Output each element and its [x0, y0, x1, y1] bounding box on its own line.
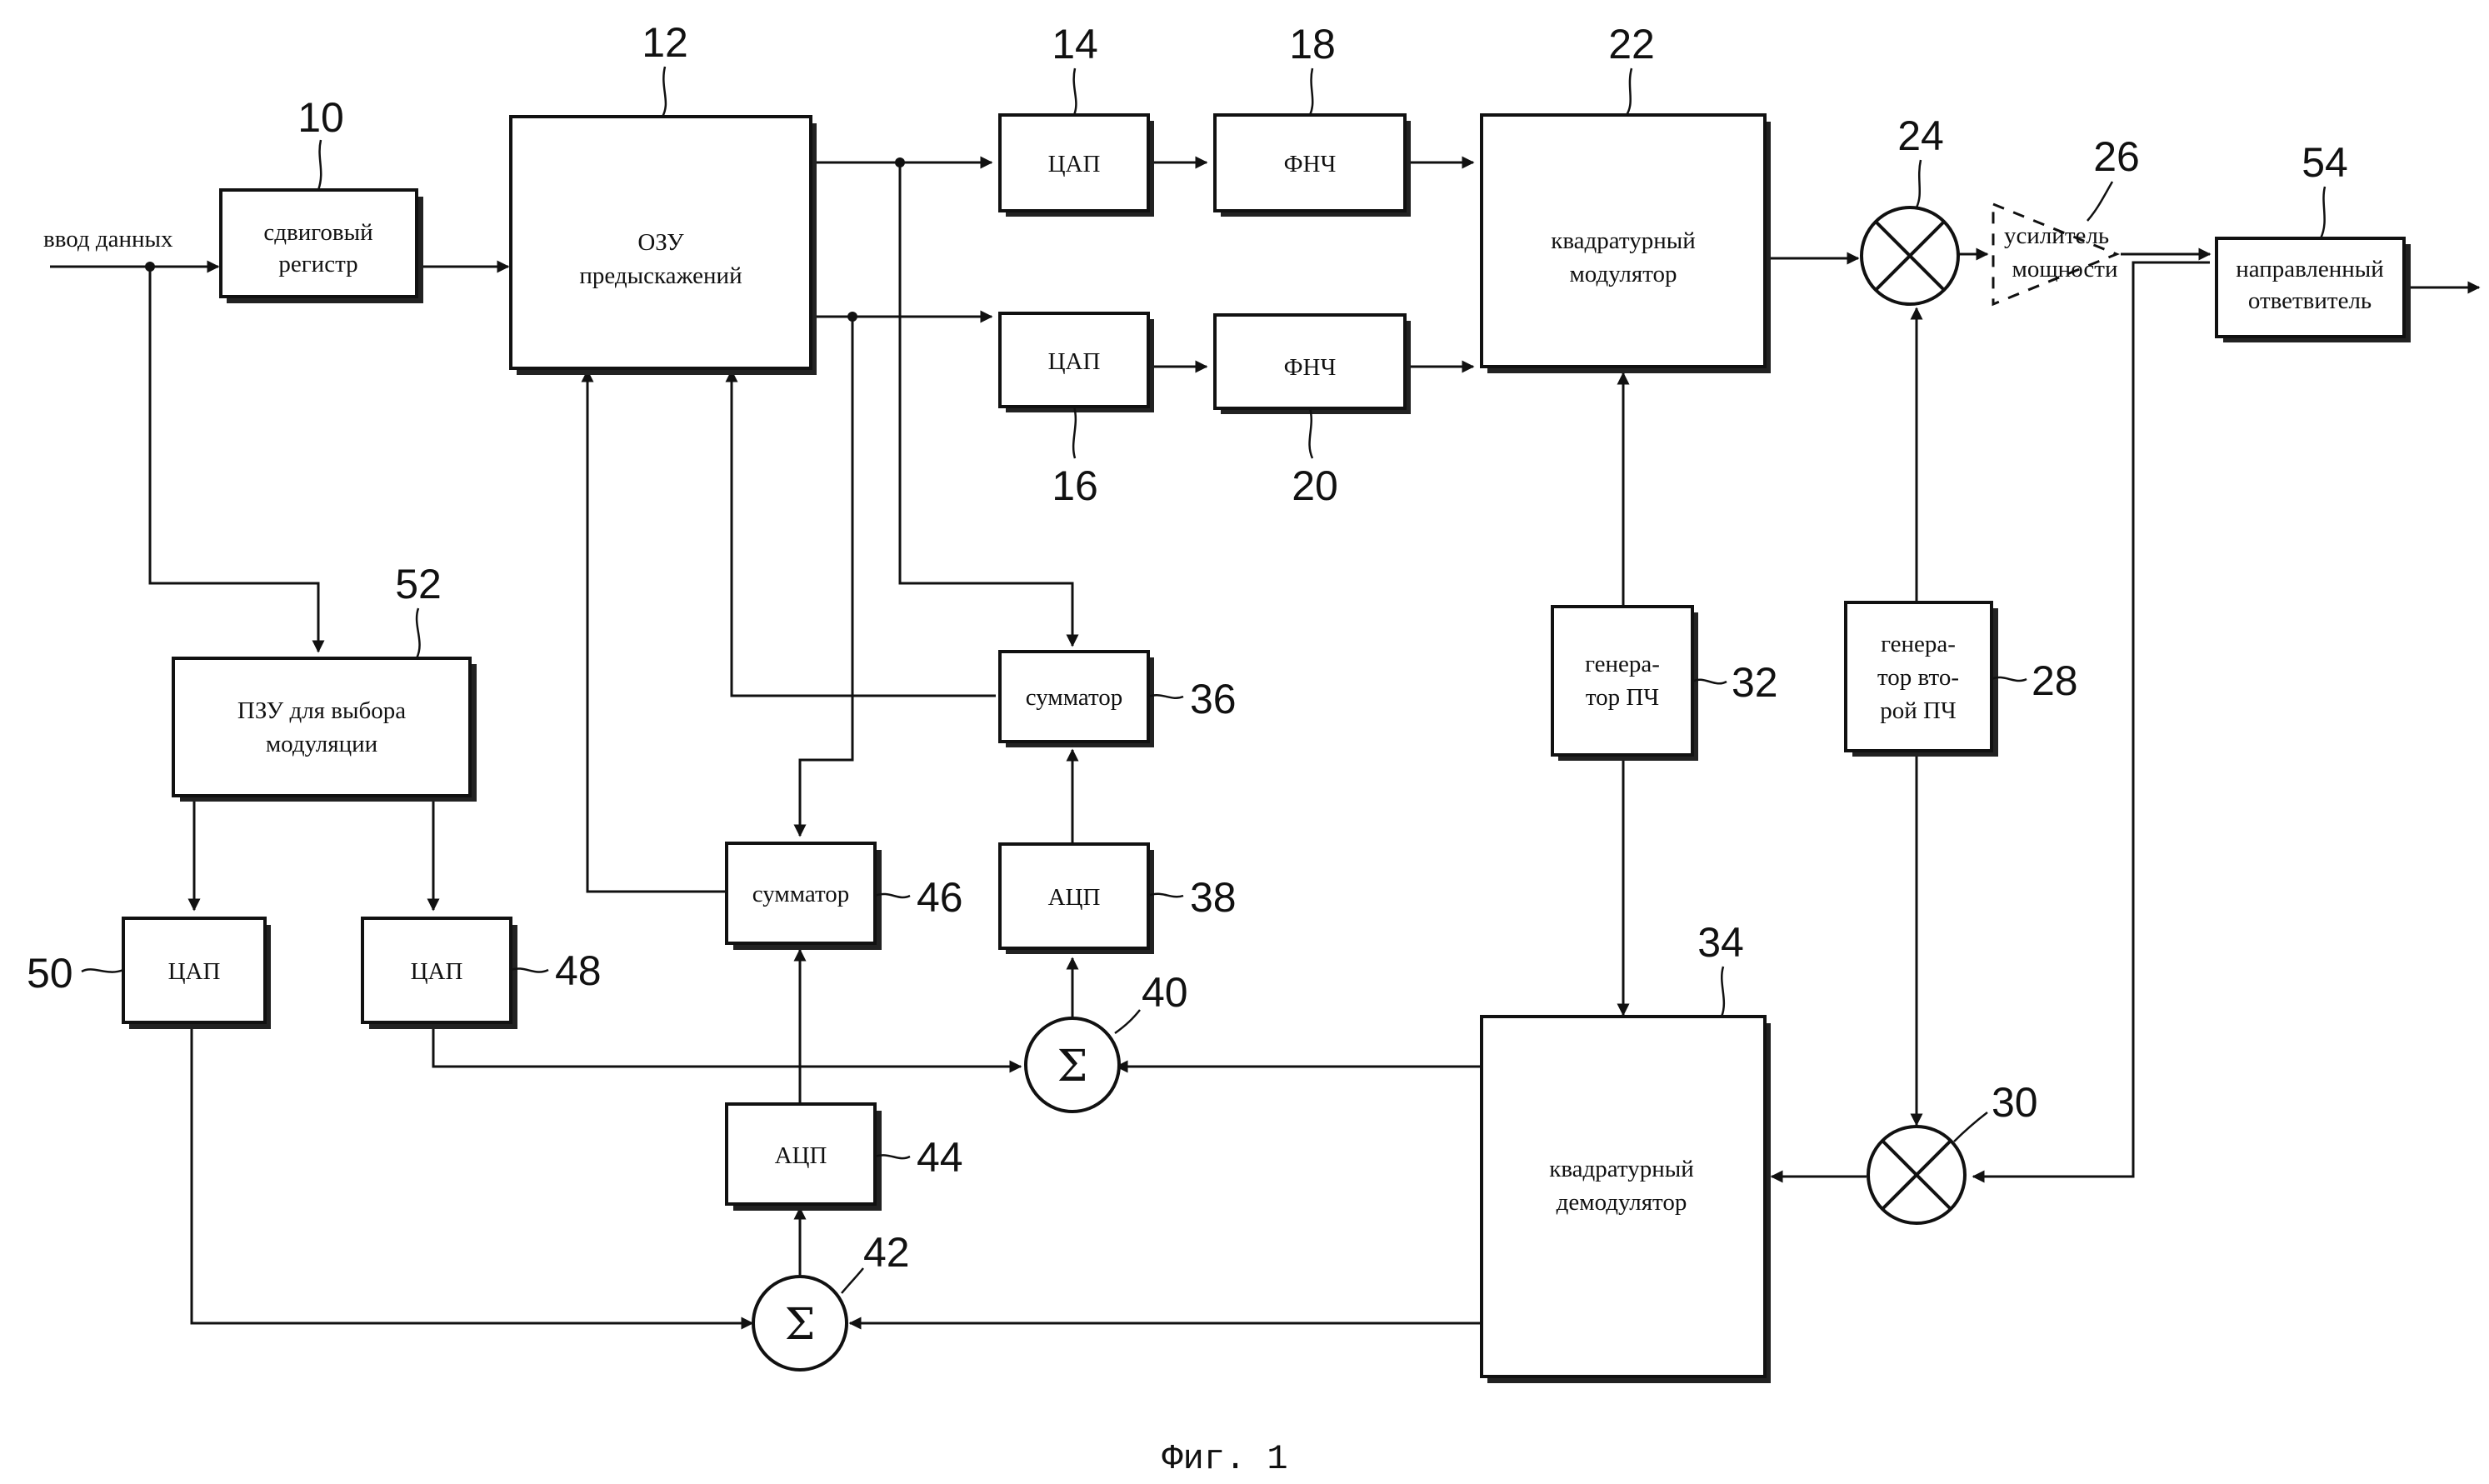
- dac-14-block: ЦАП: [1000, 115, 1154, 217]
- demodulator-label-1: квадратурный: [1549, 1156, 1693, 1182]
- dac-16-label: ЦАП: [1048, 348, 1101, 375]
- ref-24: 24: [1897, 112, 1944, 159]
- second-if-gen-label-1: генера-: [1881, 631, 1956, 657]
- dac-48-block: ЦАП: [362, 918, 517, 1029]
- quadrature-modulator-block: квадратурный модулятор: [1482, 115, 1771, 373]
- quadrature-demodulator-block: квадратурный демодулятор: [1482, 1017, 1771, 1383]
- coupler-label-2: ответвитель: [2248, 287, 2372, 314]
- coupler-label-1: направленный: [2236, 256, 2384, 282]
- modulation-rom-block: ПЗУ для выбора модуляции: [173, 658, 477, 802]
- adder-36-label: сумматор: [1026, 684, 1123, 711]
- adder-36-block: сумматор: [1000, 652, 1154, 747]
- summing-junction-42: Σ: [753, 1277, 847, 1370]
- ref-16: 16: [1052, 462, 1098, 509]
- second-if-gen-label-2: тор вто-: [1877, 664, 1959, 691]
- ram-label-2: предыскажений: [579, 262, 742, 289]
- dac-50-label: ЦАП: [168, 958, 221, 985]
- second-if-gen-label-3: рой ПЧ: [1880, 697, 1957, 724]
- lpf-20-block: ФНЧ: [1215, 315, 1411, 414]
- ram-label-1: ОЗУ: [637, 229, 684, 256]
- dac-16-block: ЦАП: [1000, 313, 1154, 412]
- modulator-label-2: модулятор: [1569, 261, 1677, 287]
- if-gen-label-2: тор ПЧ: [1586, 684, 1659, 711]
- ref-26: 26: [2093, 133, 2140, 180]
- wire-46-to-12: [587, 371, 727, 892]
- wire-input-to-rom52: [150, 267, 318, 652]
- ref-50: 50: [27, 950, 73, 997]
- rom-label-1: ПЗУ для выбора: [237, 697, 406, 724]
- shift-register-label-2: регистр: [278, 251, 357, 277]
- ref-44: 44: [917, 1134, 963, 1181]
- mixer-30: [1868, 1127, 1965, 1223]
- shift-register-label-1: сдвиговый: [263, 219, 372, 246]
- ref-22: 22: [1608, 21, 1655, 67]
- wire-48-to-sum40: [433, 1027, 1021, 1067]
- if-generator-block: генера- тор ПЧ: [1552, 607, 1698, 761]
- figure-caption: Фиг. 1: [1162, 1439, 1287, 1479]
- dac-14-label: ЦАП: [1048, 151, 1101, 177]
- ref-18: 18: [1289, 21, 1336, 67]
- ref-46: 46: [917, 874, 963, 921]
- summing-junction-40: Σ: [1026, 1018, 1119, 1112]
- wire-50-to-sum42: [192, 1027, 752, 1323]
- lpf-18-label: ФНЧ: [1284, 151, 1337, 177]
- dac-48-label: ЦАП: [411, 958, 463, 985]
- ref-32: 32: [1732, 659, 1778, 706]
- adc-38-label: АЦП: [1048, 884, 1101, 911]
- lpf-18-block: ФНЧ: [1215, 115, 1411, 217]
- ref-40: 40: [1142, 969, 1188, 1016]
- ref-48: 48: [555, 947, 602, 994]
- adder-46-label: сумматор: [752, 881, 850, 907]
- if-gen-label-1: генера-: [1585, 651, 1660, 677]
- adc-44-block: АЦП: [727, 1104, 882, 1211]
- ref-54: 54: [2302, 139, 2348, 186]
- directional-coupler-block: направленный ответвитель: [2217, 238, 2411, 342]
- dac-50-block: ЦАП: [123, 918, 271, 1029]
- adc-44-label: АЦП: [775, 1142, 827, 1169]
- predistortion-ram-block: ОЗУ предыскажений: [511, 117, 817, 375]
- ref-38: 38: [1190, 874, 1237, 921]
- shift-register-block: сдвиговый регистр: [221, 190, 423, 303]
- power-amplifier: усилитель мощности: [1993, 204, 2118, 304]
- demodulator-label-2: демодулятор: [1557, 1189, 1687, 1216]
- rom-label-2: модуляции: [266, 731, 377, 757]
- mixer-24: [1862, 207, 1958, 304]
- sigma-40-icon: Σ: [1057, 1042, 1088, 1092]
- ref-20: 20: [1292, 462, 1338, 509]
- wire-to-adder46: [800, 317, 852, 836]
- ref-42: 42: [863, 1229, 910, 1276]
- sigma-42-icon: Σ: [785, 1300, 816, 1350]
- second-if-generator-block: генера- тор вто- рой ПЧ: [1846, 602, 1998, 757]
- ref-52: 52: [395, 561, 442, 607]
- ref-10: 10: [297, 94, 344, 141]
- adder-46-block: сумматор: [727, 843, 882, 950]
- ref-30: 30: [1992, 1079, 2038, 1126]
- adc-38-block: АЦП: [1000, 844, 1154, 954]
- ref-36: 36: [1190, 676, 1237, 722]
- wire-36-to-12: [732, 371, 996, 696]
- ref-14: 14: [1052, 21, 1098, 67]
- modulator-label-1: квадратурный: [1551, 227, 1695, 254]
- amp-label-1: усилитель: [2004, 222, 2109, 249]
- ref-28: 28: [2032, 657, 2078, 704]
- wire-54-feedback: [1973, 262, 2210, 1177]
- data-input-label: ввод данных: [43, 226, 173, 252]
- ref-34: 34: [1697, 919, 1744, 966]
- amp-label-2: мощности: [2012, 256, 2118, 282]
- ref-12: 12: [642, 19, 688, 66]
- lpf-20-label: ФНЧ: [1284, 354, 1337, 381]
